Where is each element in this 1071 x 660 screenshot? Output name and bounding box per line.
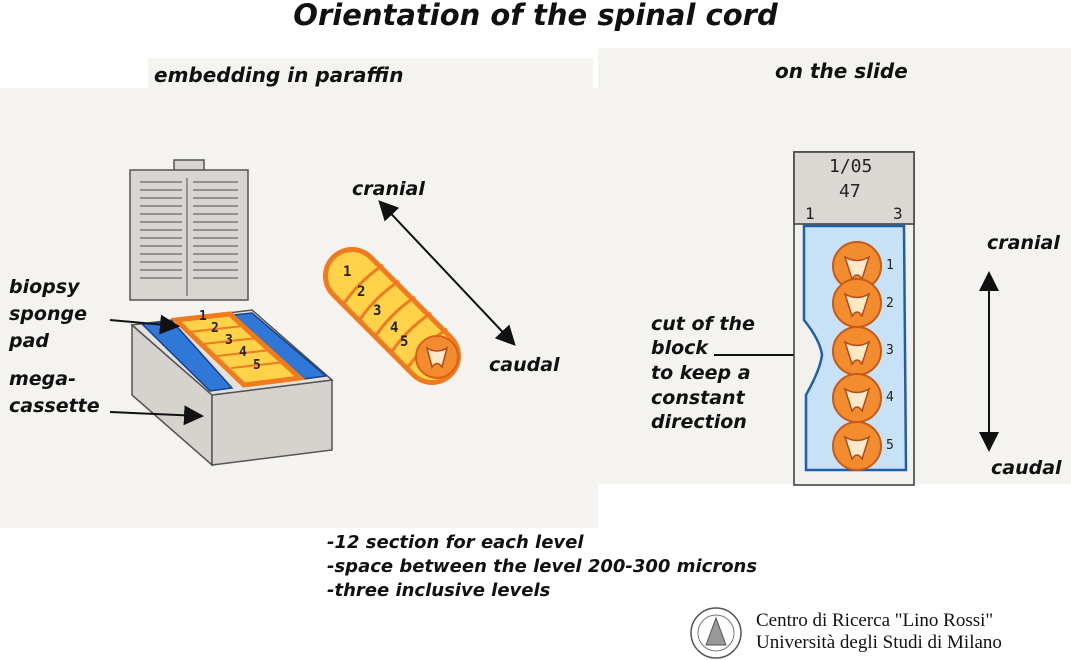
tissue-sections (832, 241, 882, 471)
university-seal (690, 607, 742, 659)
right-heading: on the slide (775, 59, 908, 83)
cord-number-1: 1 (343, 264, 352, 280)
cassette-number-3: 3 (225, 333, 233, 348)
label-cranial-left: cranial (352, 178, 425, 200)
label-caudal-left: caudal (489, 354, 560, 376)
cord-orientation-arrow (378, 200, 516, 346)
label-cut-3: to keep a (651, 362, 751, 384)
note-spacing: -space between the level 200-300 microns (327, 556, 758, 577)
note-sections: -12 section for each level (327, 532, 584, 553)
cord-number-2: 2 (357, 284, 366, 300)
label-cut-1: cut of the (651, 313, 755, 335)
section-number-2: 2 (886, 296, 894, 311)
cassette-pointer-arrow (109, 405, 204, 426)
label-biopsy: biopsy (9, 276, 80, 298)
cassette-number-4: 4 (239, 345, 247, 360)
slide-corner-left: 1 (805, 204, 815, 223)
slide-label-line1: 1/05 (829, 156, 873, 177)
slide-label-line2: 47 (839, 181, 861, 202)
cord-number-5: 5 (400, 334, 409, 350)
label-cut-5: direction (651, 411, 747, 433)
label-sponge: sponge (9, 303, 87, 325)
page-title: Orientation of the spinal cord (293, 0, 778, 32)
section-number-1: 1 (886, 258, 894, 273)
cord-number-3: 3 (373, 303, 382, 319)
label-pad: pad (9, 330, 50, 352)
slide-corner-right: 3 (893, 204, 903, 223)
left-heading: embedding in paraffin (154, 63, 404, 87)
label-mega: mega- (9, 368, 76, 390)
label-caudal-right: caudal (991, 457, 1062, 479)
cassette-lid (129, 159, 249, 301)
institution-line2: Università degli Studi di Milano (756, 632, 1002, 653)
cord-number-4: 4 (390, 320, 399, 336)
sponge-pointer-arrow (109, 314, 180, 335)
cassette-number-1: 1 (199, 309, 207, 324)
label-cut-4: constant (651, 387, 745, 409)
note-levels: -three inclusive levels (327, 580, 551, 601)
cassette-number-2: 2 (211, 321, 219, 336)
mega-cassette (130, 309, 334, 467)
section-number-4: 4 (886, 390, 894, 405)
section-number-5: 5 (886, 438, 894, 453)
spinal-cord-segments (323, 247, 461, 385)
section-number-3: 3 (886, 343, 894, 358)
label-cassette: cassette (9, 395, 100, 417)
institution-line1: Centro di Ricerca "Lino Rossi" (756, 610, 994, 631)
cassette-number-5: 5 (253, 358, 261, 373)
label-cut-2: block (651, 337, 709, 359)
label-cranial-right: cranial (987, 232, 1060, 254)
heading-strip (148, 58, 593, 92)
